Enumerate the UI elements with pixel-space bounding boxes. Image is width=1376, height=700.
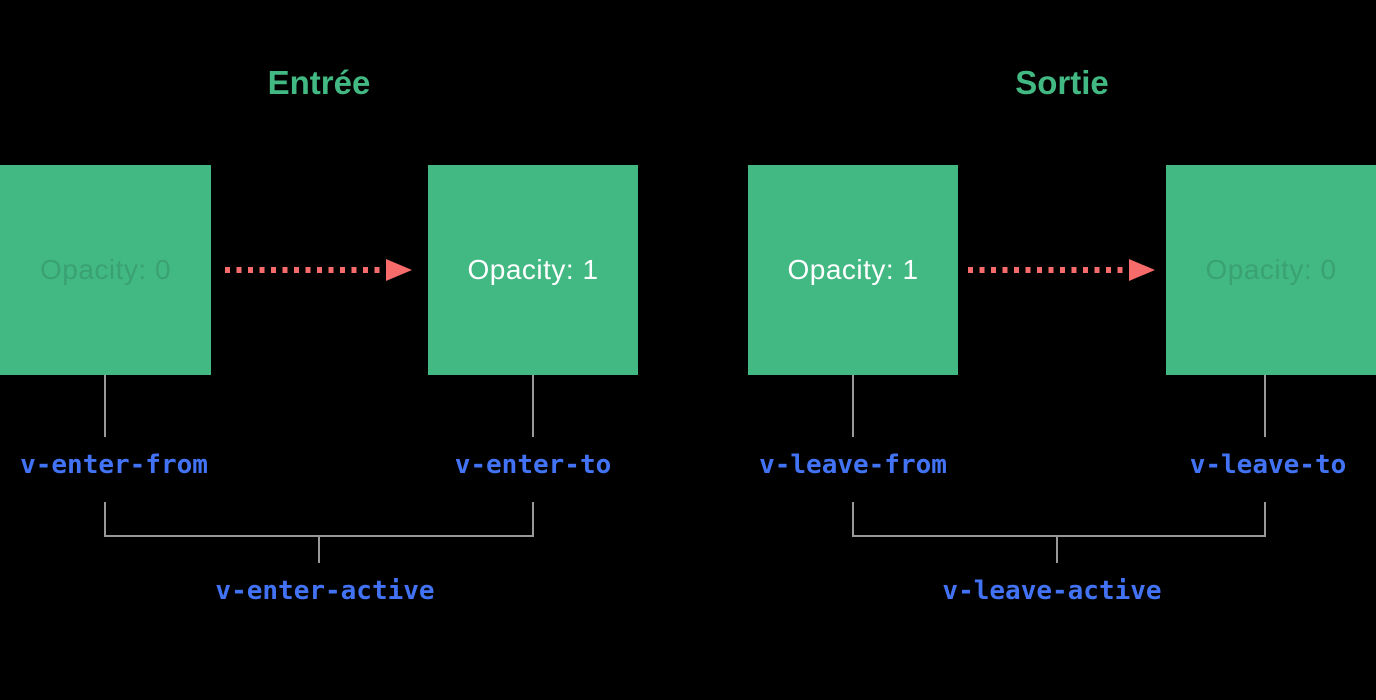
leave-to-connector-line: [1264, 375, 1266, 437]
leave-from-class-label: v-leave-from: [759, 450, 947, 480]
leave-active-bracket-stem: [1056, 537, 1058, 563]
enter-active-bracket: [104, 502, 534, 537]
leave-from-box: Opacity: 1: [748, 165, 958, 375]
enter-to-class-label: v-enter-to: [454, 450, 612, 480]
enter-transition-arrow-icon: [225, 259, 412, 281]
leave-transition-arrow-icon: [968, 259, 1155, 281]
enter-panel-title: Entrée: [267, 64, 371, 101]
enter-from-box: Opacity: 0: [0, 165, 211, 375]
enter-to-box-label: Opacity: 1: [467, 254, 599, 285]
leave-to-box: Opacity: 0: [1166, 165, 1376, 375]
leave-active-bracket: [852, 502, 1266, 537]
enter-active-class-label: v-enter-active: [215, 576, 435, 606]
enter-from-connector-line: [104, 375, 106, 437]
enter-active-bracket-stem: [318, 537, 320, 563]
enter-from-class-label: v-enter-from: [20, 450, 208, 480]
leave-to-class-label: v-leave-to: [1189, 450, 1347, 480]
leave-panel-title: Sortie: [1015, 64, 1109, 101]
enter-from-box-label: Opacity: 0: [39, 254, 172, 285]
leave-to-box-label: Opacity: 0: [1205, 254, 1337, 285]
enter-to-box: Opacity: 1: [428, 165, 638, 375]
enter-to-connector-line: [532, 375, 534, 437]
leave-from-connector-line: [852, 375, 854, 437]
leave-active-class-label: v-leave-active: [942, 576, 1162, 606]
leave-from-box-label: Opacity: 1: [787, 254, 919, 285]
